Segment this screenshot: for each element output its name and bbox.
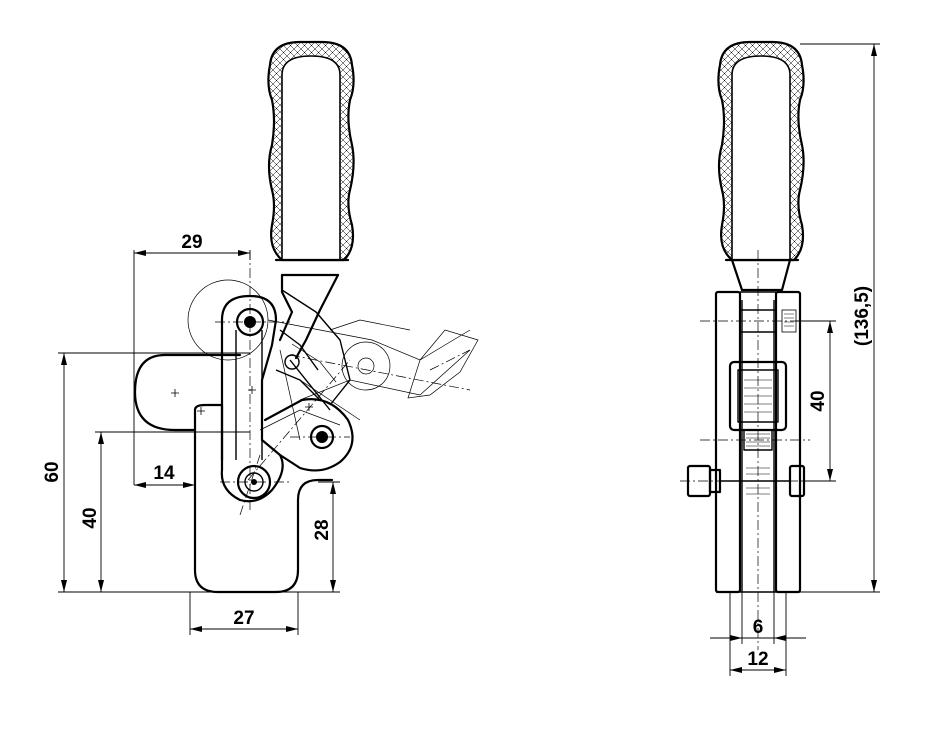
dim-28: 28	[312, 481, 340, 592]
dim-40-front-label: 40	[80, 507, 101, 528]
side-plates	[714, 290, 802, 594]
dim-60: 60	[42, 352, 340, 593]
dim-136-5: (136,5)	[800, 43, 880, 593]
side-handle-grip	[717, 40, 805, 292]
dim-60-label: 60	[42, 461, 63, 482]
linkage	[220, 294, 354, 503]
dim-29: 29	[133, 232, 251, 485]
side-center-lines	[680, 250, 810, 650]
handle-grip	[267, 40, 355, 262]
dim-29-label: 29	[181, 232, 202, 253]
side-view: (136,5) 40 6 12	[680, 40, 880, 676]
dim-12-label: 12	[747, 649, 768, 670]
dim-40-front: 40	[80, 431, 250, 592]
dim-27: 27	[189, 592, 299, 635]
handle-arm	[278, 273, 351, 406]
base-body	[133, 353, 334, 594]
dim-136-5-label: (136,5)	[852, 286, 873, 346]
dim-14-label: 14	[153, 463, 175, 484]
dim-6: 6	[710, 592, 806, 644]
dim-27-label: 27	[233, 608, 254, 629]
dim-12: 12	[729, 592, 787, 676]
dim-6-label: 6	[753, 617, 764, 638]
front-view: 29 14 60 40	[42, 40, 479, 635]
dim-28-label: 28	[312, 519, 333, 540]
dim-40-side-label: 40	[808, 390, 829, 411]
front-center-lines	[215, 250, 350, 516]
open-position-ghost	[187, 279, 479, 481]
dim-40-side: 40	[796, 320, 836, 482]
dim-14: 14	[134, 463, 195, 488]
